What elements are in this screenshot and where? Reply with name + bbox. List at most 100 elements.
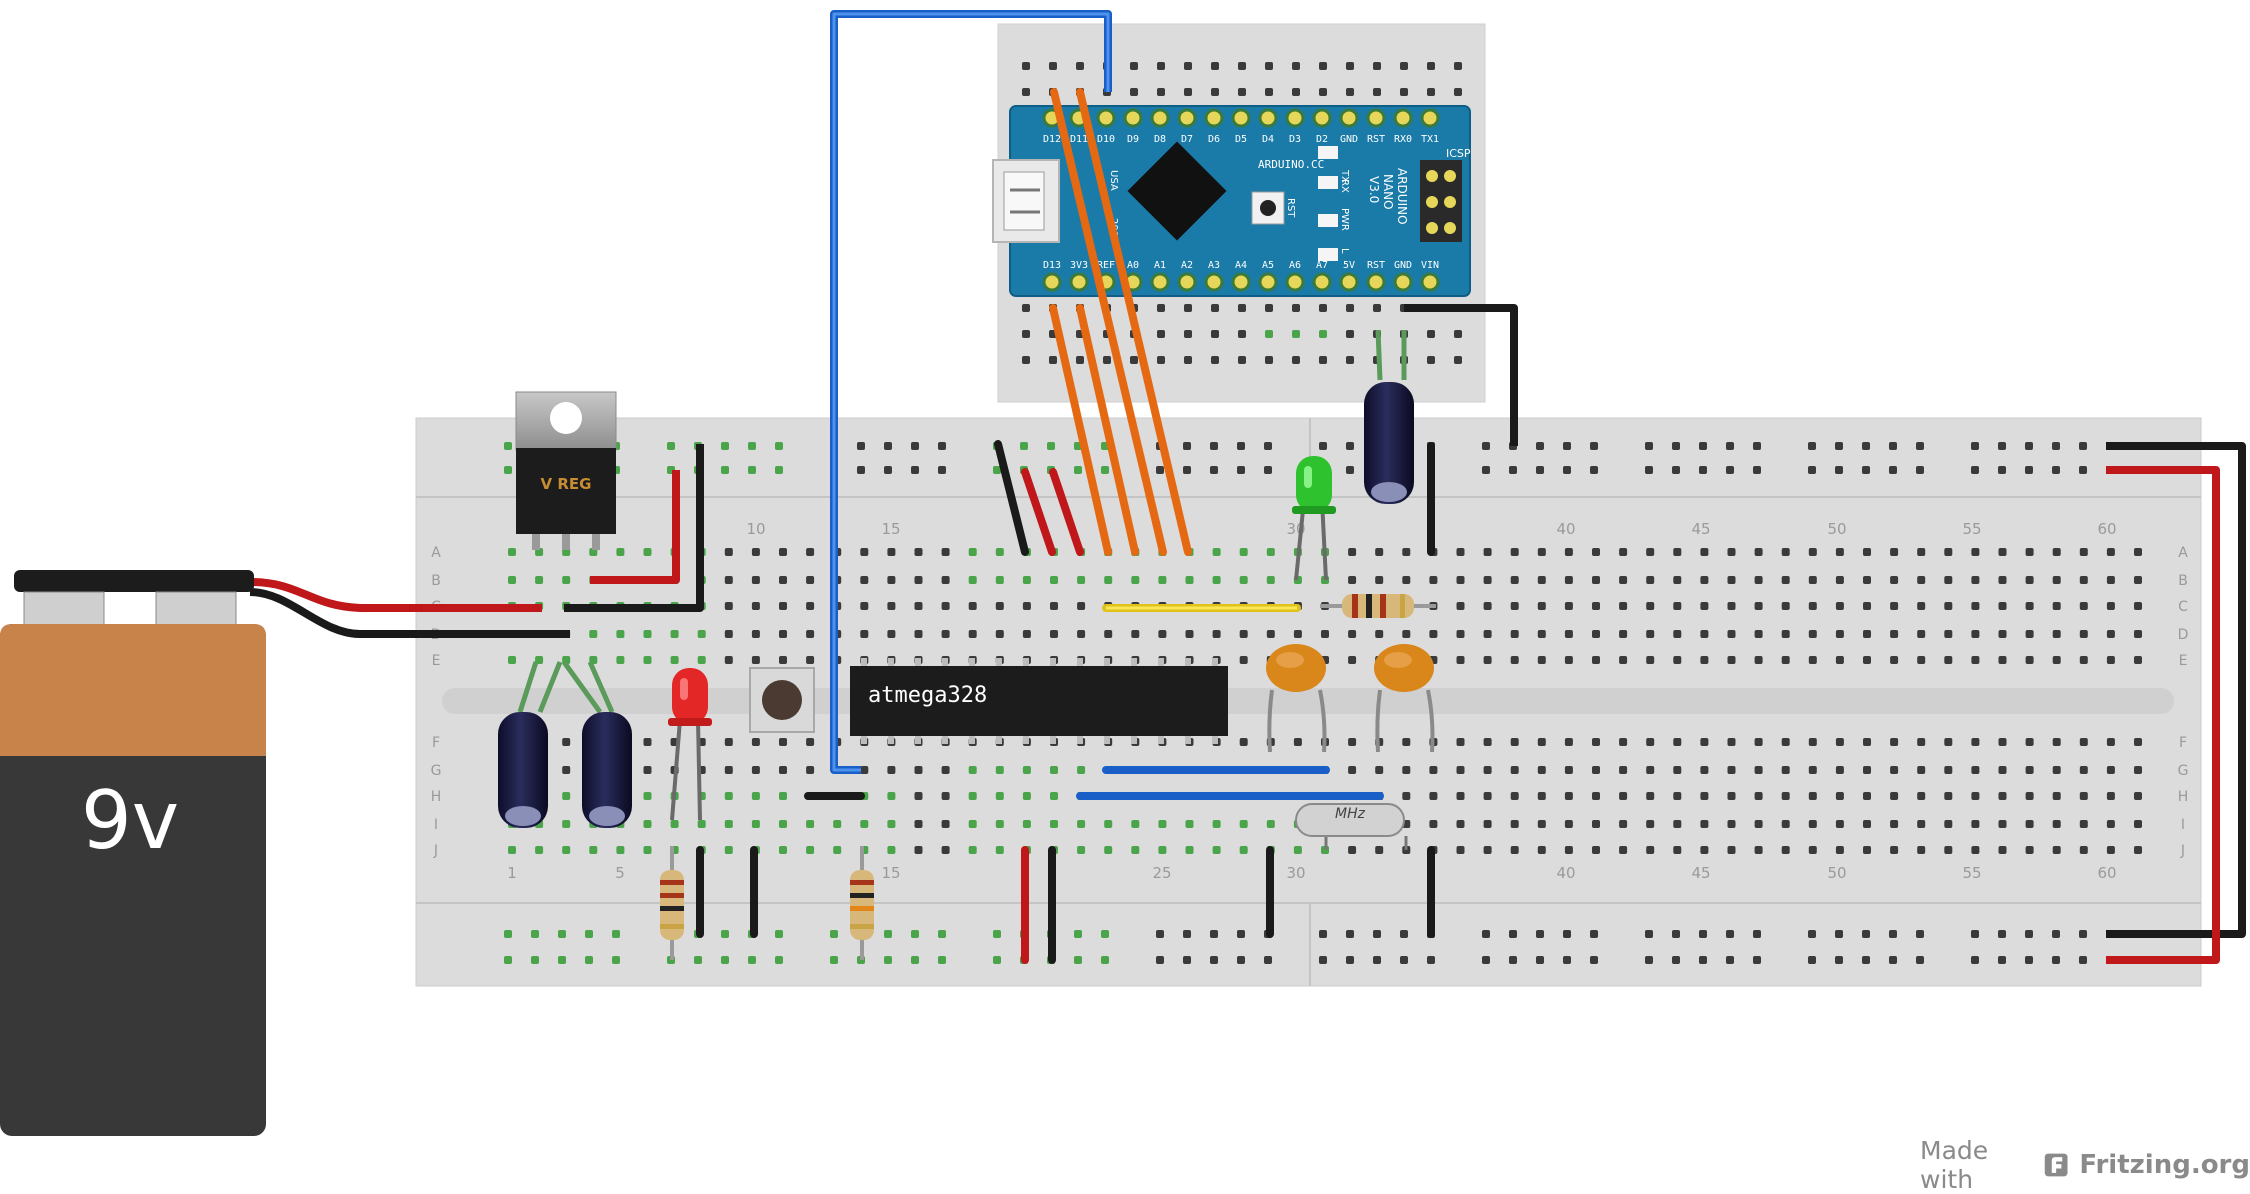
nano-pin-label-bottom: A1 [1154, 260, 1166, 271]
row-letter-right: F [2179, 735, 2187, 751]
capacitor-electrolytic-1[interactable] [498, 712, 548, 828]
wire-black-rail-loop[interactable] [2106, 442, 2246, 938]
nano-pin-label-top: TX1 [1421, 134, 1439, 145]
fritzing-logo-icon [2044, 1153, 2068, 1177]
row-letter-left: A [431, 545, 441, 561]
row-letter-right: D [2178, 627, 2189, 643]
nano-pin-label-bottom: REF [1097, 260, 1115, 271]
nano-pin-label-bottom: A0 [1127, 260, 1139, 271]
row-letter-right: E [2179, 653, 2188, 669]
row-letter-right: A [2178, 545, 2188, 561]
ceramic-capacitor-1[interactable] [1266, 644, 1327, 753]
nano-pin-label-bottom: A7 [1316, 260, 1328, 271]
row-letter-left: J [433, 843, 438, 859]
nano-board-text-2: NANO [1381, 174, 1395, 210]
nano-pin-label-bottom: A3 [1208, 260, 1220, 271]
battery-wire-black[interactable] [249, 588, 570, 638]
nano-usa-text: USA [1108, 170, 1119, 191]
row-letter-right: H [2178, 789, 2189, 805]
column-number-top: 10 [746, 520, 765, 538]
nano-pin-label-bottom: D13 [1043, 260, 1061, 271]
nano-pin-label-bottom: 5V [1343, 260, 1355, 271]
nano-pin-label-top: D10 [1097, 134, 1115, 145]
column-number-bottom: 15 [881, 864, 900, 882]
wire-orange-2[interactable] [1076, 88, 1192, 556]
nano-pin-label-bottom: A2 [1181, 260, 1193, 271]
nano-board-text-3: V3.0 [1367, 176, 1381, 203]
row-letter-right: I [2181, 817, 2185, 833]
voltage-regulator[interactable]: V REG [515, 391, 617, 550]
nano-led-label-tx: TX [1339, 169, 1350, 183]
arduino-nano[interactable]: USA 2008 ARDUINO.CC RST ICSP ARDUINO NAN… [992, 105, 1471, 297]
column-number-top: 60 [2097, 520, 2116, 538]
chip-label: atmega328 [868, 683, 987, 708]
nano-pin-label-bottom: A5 [1262, 260, 1274, 271]
battery-9v[interactable]: 9v [0, 570, 266, 1136]
column-number-top: 55 [1962, 520, 1981, 538]
wire-black-diag[interactable] [994, 440, 1029, 556]
resistor-horizontal[interactable] [1320, 594, 1436, 618]
led-red[interactable] [668, 668, 712, 821]
row-letter-left: E [432, 653, 441, 669]
nano-pin-label-top: D6 [1208, 134, 1220, 145]
nano-led-label-l: L [1339, 248, 1350, 254]
nano-led-label-pwr: PWR [1339, 208, 1350, 231]
row-letter-left: I [434, 817, 438, 833]
nano-pin-label-bottom: A6 [1289, 260, 1301, 271]
column-number-top: 45 [1691, 520, 1710, 538]
column-number-bottom: 5 [615, 864, 625, 882]
row-letter-left: G [431, 763, 442, 779]
nano-pin-label-top: D5 [1235, 134, 1247, 145]
resistor-vertical-1[interactable] [660, 846, 684, 960]
nano-pwr-led [1318, 214, 1338, 227]
nano-l-led [1318, 248, 1338, 261]
wire-red-rail-loop[interactable] [2106, 466, 2220, 964]
column-number-bottom: 1 [507, 864, 517, 882]
nano-reset-button[interactable] [1251, 191, 1285, 225]
nano-pins [1042, 108, 1440, 292]
capacitor-electrolytic-3[interactable] [1364, 329, 1414, 504]
nano-pin-label-bottom: GND [1394, 260, 1412, 271]
ceramic-capacitor-2[interactable] [1374, 644, 1435, 753]
nano-pin-label-top: D11 [1070, 134, 1088, 145]
crystal-oscillator[interactable]: MHz [1295, 803, 1408, 850]
wire-orange-4[interactable] [1076, 304, 1139, 556]
nano-pin-label-bottom: A4 [1235, 260, 1247, 271]
battery-label: 9v [81, 774, 179, 867]
wire-orange-1[interactable] [1050, 88, 1167, 556]
wire-red-diag-2[interactable] [1049, 468, 1084, 556]
column-number-bottom: 30 [1286, 864, 1305, 882]
nano-pin-label-top: D4 [1262, 134, 1274, 145]
row-letter-left: H [431, 789, 442, 805]
row-letter-right: C [2178, 599, 2188, 615]
nano-pin-label-bottom: RST [1367, 260, 1385, 271]
atmega-chip[interactable]: atmega328 [850, 658, 1228, 744]
wire-black-nano-gnd[interactable] [1404, 304, 1518, 446]
battery-wire-red[interactable] [249, 578, 542, 612]
pushbutton[interactable] [749, 667, 815, 733]
nano-board-text-1: ARDUINO [1395, 168, 1409, 225]
column-number-bottom: 45 [1691, 864, 1710, 882]
row-letter-right: G [2178, 763, 2189, 779]
column-number-bottom: 55 [1962, 864, 1981, 882]
wire-black-reg-gnd[interactable] [564, 444, 704, 612]
wire-orange-3[interactable] [1049, 304, 1112, 556]
nano-pin-label-top: GND [1340, 134, 1358, 145]
wires [249, 10, 2246, 964]
column-number-top: 15 [881, 520, 900, 538]
wire-red-reg-out[interactable] [590, 470, 680, 584]
nano-pin-label-top: D7 [1181, 134, 1193, 145]
nano-brand-text: ARDUINO.CC [1258, 158, 1324, 171]
nano-pin-label-bottom: 3V3 [1070, 260, 1088, 271]
nano-pin-label-top: D3 [1289, 134, 1301, 145]
nano-pin-label-bottom: VIN [1421, 260, 1439, 271]
fritzing-brand-text: Fritzing.org [2079, 1150, 2250, 1180]
nano-rx-led [1318, 176, 1338, 189]
column-number-bottom: 60 [2097, 864, 2116, 882]
nano-tx-led [1318, 146, 1338, 159]
resistor-vertical-2[interactable] [850, 846, 874, 960]
wire-red-diag-1[interactable] [1021, 468, 1056, 556]
capacitor-electrolytic-2[interactable] [582, 712, 632, 828]
led-green[interactable] [1292, 456, 1336, 581]
